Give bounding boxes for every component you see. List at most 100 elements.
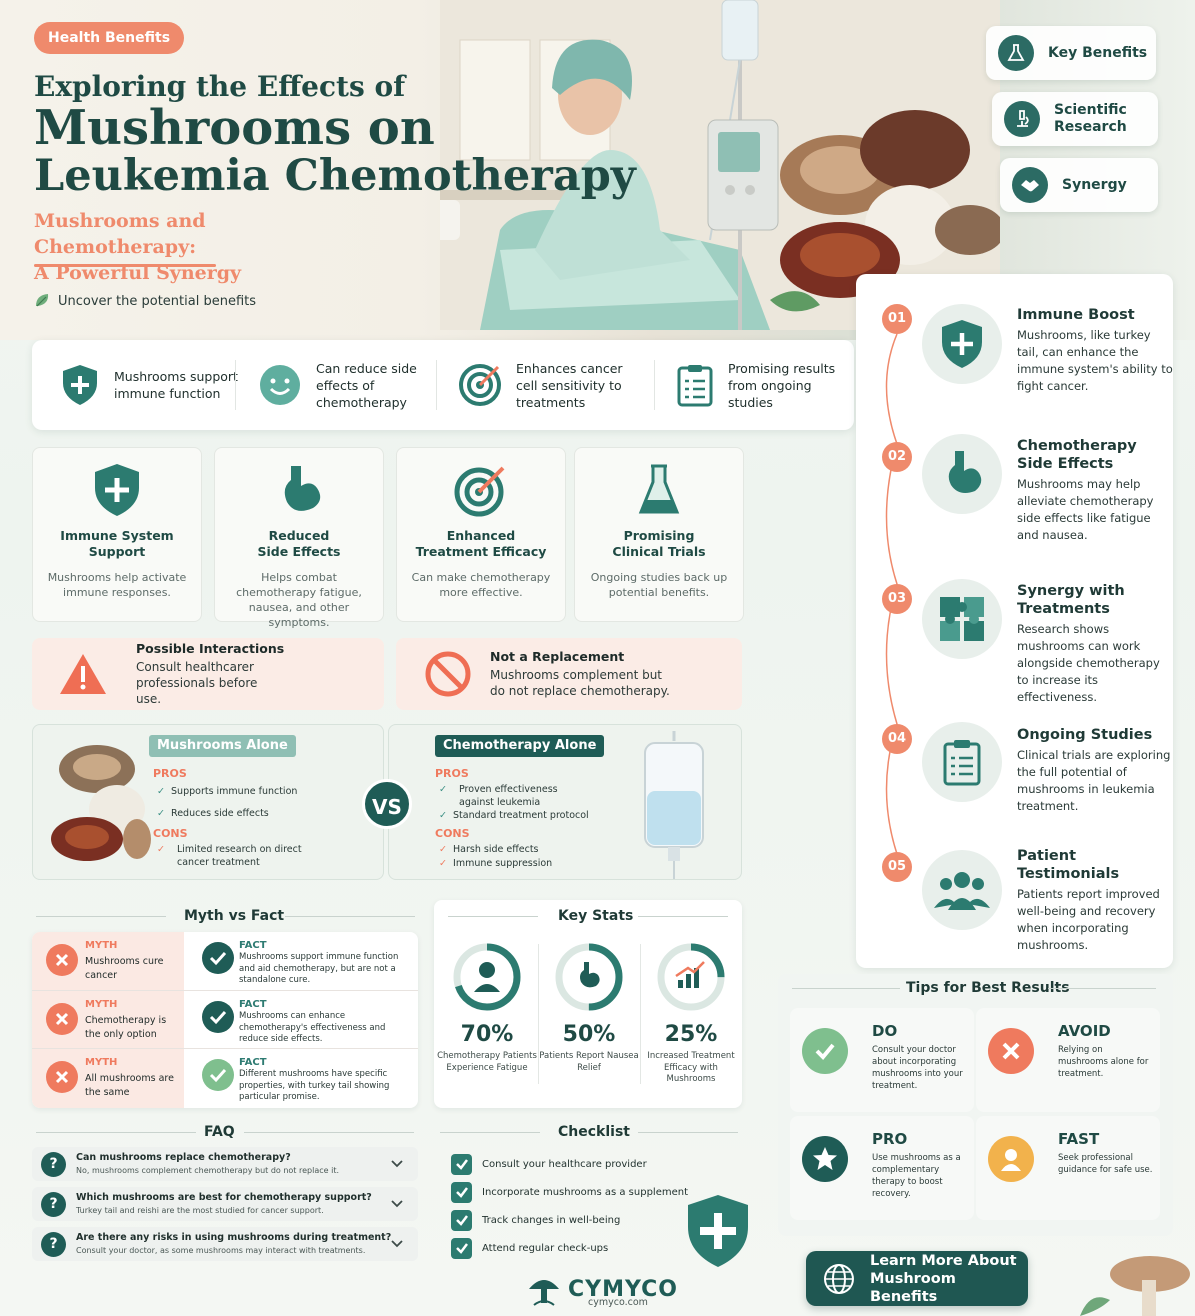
summary-item-side-effects: Can reduce side effects of chemotherapy bbox=[258, 340, 446, 430]
checklist-item[interactable]: Attend regular check-ups bbox=[451, 1237, 608, 1259]
stat-value: 25% bbox=[664, 1022, 718, 1047]
scientific-research-button[interactable]: Scientific Research bbox=[992, 92, 1158, 146]
cons-label: CONS bbox=[435, 827, 470, 840]
target-icon bbox=[459, 364, 501, 406]
faq-answer: No, mushrooms complement chemotherapy bu… bbox=[76, 1166, 339, 1175]
checkbox-checked-icon[interactable] bbox=[451, 1153, 472, 1175]
stat-value: 50% bbox=[562, 1022, 616, 1047]
stat-caption: Increased Treatment Efficacy with Mushro… bbox=[647, 1051, 735, 1084]
timeline-number: 03 bbox=[882, 584, 912, 614]
checklist-text: Consult your healthcare provider bbox=[482, 1158, 647, 1170]
chevron-down-icon[interactable] bbox=[390, 1157, 404, 1171]
check-icon bbox=[202, 942, 234, 974]
benefit-desc: Mushrooms help activate immune responses… bbox=[47, 571, 187, 599]
chevron-down-icon[interactable] bbox=[390, 1197, 404, 1211]
divider bbox=[440, 1132, 540, 1133]
key-benefits-label: Key Benefits bbox=[1048, 44, 1148, 61]
con-text: Harsh side effects bbox=[453, 844, 539, 855]
myth-fact-table: MYTH Mushrooms cure cancer FACT Mushroom… bbox=[32, 932, 418, 1108]
benefit-desc: Helps combat chemotherapy fatigue, nause… bbox=[236, 571, 362, 629]
checklist-item[interactable]: Incorporate mushrooms as a supplement bbox=[451, 1181, 688, 1203]
checklist-text: Attend regular check-ups bbox=[482, 1242, 609, 1254]
timeline-number: 04 bbox=[882, 724, 912, 754]
divider bbox=[448, 916, 538, 917]
con-text: Limited research on direct cancer treatm… bbox=[177, 844, 302, 868]
key-benefits-button[interactable]: Key Benefits bbox=[986, 26, 1156, 80]
warning-text: Consult healthcarer professionals before… bbox=[136, 660, 258, 706]
timeline-number: 02 bbox=[882, 442, 912, 472]
chevron-down-icon[interactable] bbox=[390, 1237, 404, 1251]
con-text: Immune suppression bbox=[453, 858, 553, 869]
summary-row: Mushrooms support immune function Can re… bbox=[32, 340, 854, 430]
pro-item: ✓ Supports immune function bbox=[157, 786, 298, 797]
warning-title: Not a Replacement bbox=[490, 649, 625, 664]
timeline-desc: Research shows mushrooms can work alongs… bbox=[1017, 622, 1160, 704]
check-icon bbox=[802, 1028, 848, 1074]
warning-text: Mushrooms complement but do not replace … bbox=[490, 668, 670, 698]
fact-text: Mushrooms support immune function and ai… bbox=[239, 952, 399, 985]
timeline-icon-wrap bbox=[922, 304, 1002, 384]
faq-question: Are there any risks in using mushrooms d… bbox=[76, 1232, 392, 1243]
summary-text: Enhances cancer cell sensitivity to trea… bbox=[516, 360, 623, 410]
pro-text: Proven effectiveness against leukemia bbox=[459, 784, 558, 808]
timeline-title: Patient Testimonials bbox=[1017, 848, 1120, 882]
star-icon bbox=[802, 1136, 848, 1182]
tip-pro: PRO Use mushrooms as a complementary the… bbox=[790, 1116, 974, 1220]
fact-label: FACT bbox=[239, 999, 267, 1010]
shield-plus-icon bbox=[688, 1195, 748, 1267]
target-icon bbox=[454, 466, 505, 517]
pro-text: Supports immune function bbox=[171, 786, 298, 797]
benefit-title-1: Enhanced bbox=[446, 528, 516, 543]
flask-icon bbox=[638, 464, 680, 514]
brand-logo[interactable]: CYMYCO cymyco.com bbox=[526, 1271, 678, 1308]
faq-question: Can mushrooms replace chemotherapy? bbox=[76, 1152, 291, 1163]
scientific-research-label: Scientific Research bbox=[1054, 102, 1127, 135]
leaf-icon bbox=[36, 294, 49, 307]
checklist-item[interactable]: Track changes in well-being bbox=[451, 1209, 620, 1231]
stat-ring bbox=[453, 943, 521, 1011]
faq-item[interactable]: ? Which mushrooms are best for chemother… bbox=[32, 1187, 418, 1221]
health-benefits-badge[interactable]: Health Benefits bbox=[34, 22, 185, 54]
summary-text: Can reduce side effects of chemotherapy bbox=[316, 360, 417, 410]
checkbox-checked-icon[interactable] bbox=[451, 1209, 472, 1231]
faq-item[interactable]: ? Are there any risks in using mushrooms… bbox=[32, 1227, 418, 1261]
stat-caption: Patients Report Nausea Relief bbox=[539, 1051, 639, 1073]
check-icon bbox=[202, 1059, 234, 1091]
stat-ring bbox=[555, 943, 623, 1011]
checkbox-checked-icon[interactable] bbox=[451, 1237, 472, 1259]
key-stats-heading: Key Stats bbox=[558, 908, 634, 924]
check-icon bbox=[202, 1001, 234, 1033]
myth-label: MYTH bbox=[85, 1057, 118, 1068]
warning-title: Possible Interactions bbox=[136, 641, 285, 656]
stat-item: 25% Increased Treatment Efficacy with Mu… bbox=[640, 942, 742, 1086]
checklist-item[interactable]: Consult your healthcare provider bbox=[451, 1153, 647, 1175]
smile-icon bbox=[260, 365, 300, 405]
checklist-heading: Checklist bbox=[558, 1124, 630, 1140]
synergy-button[interactable]: Synergy bbox=[1000, 158, 1158, 212]
divider bbox=[36, 1132, 196, 1133]
timeline-icon-wrap bbox=[922, 850, 1002, 930]
myth-text: Chemotherapy is the only option bbox=[85, 1015, 167, 1040]
versus-comparison: Mushrooms Alone PROS ✓ Supports immune f… bbox=[32, 724, 742, 880]
faq-item[interactable]: ? Can mushrooms replace chemotherapy? No… bbox=[32, 1147, 418, 1181]
warning-triangle-icon bbox=[60, 654, 106, 694]
divider bbox=[654, 360, 655, 410]
vs-badge: VS bbox=[362, 779, 412, 829]
myth-text: Mushrooms cure cancer bbox=[85, 956, 164, 981]
chemotherapy-alone-panel: Chemotherapy Alone PROS ✓Proven effectiv… bbox=[388, 724, 742, 880]
person-icon bbox=[988, 1136, 1034, 1182]
tagline-text: Uncover the potential benefits bbox=[58, 294, 256, 309]
divider bbox=[244, 1132, 414, 1133]
brand-url[interactable]: cymyco.com bbox=[588, 1297, 648, 1308]
checkbox-checked-icon[interactable] bbox=[451, 1181, 472, 1203]
faq-heading: FAQ bbox=[204, 1124, 235, 1140]
divider bbox=[285, 916, 415, 917]
pro-text: Reduces side effects bbox=[171, 808, 269, 819]
clipboard-icon bbox=[677, 365, 713, 407]
myth-label: MYTH bbox=[85, 999, 118, 1010]
tip-title: AVOID bbox=[1058, 1022, 1111, 1040]
